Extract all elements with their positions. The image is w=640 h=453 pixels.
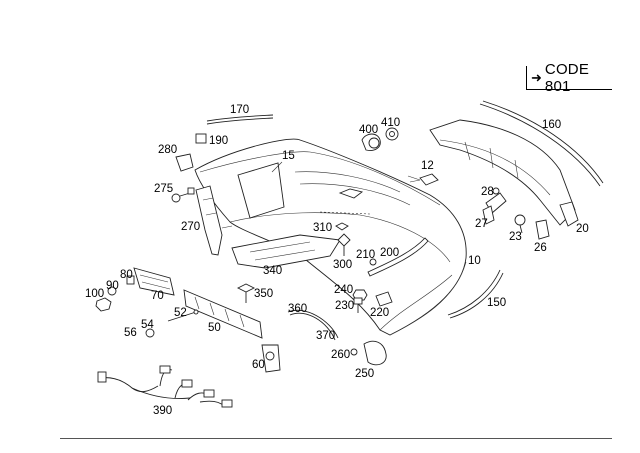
label-52: 52 [174,307,187,319]
label-160: 160 [542,119,561,131]
label-370: 370 [316,330,335,342]
part-10-bumper-cover[interactable] [194,138,467,336]
code-label: CODE 801 [544,60,590,95]
label-390: 390 [153,405,172,417]
label-190: 190 [209,135,228,147]
label-90: 90 [106,280,119,292]
part-15-plate-recess[interactable] [237,162,285,219]
part-250-end-cap[interactable] [363,340,387,366]
part-360-curved-strip[interactable] [287,309,339,341]
part-190-clip[interactable] [195,133,207,144]
label-250-text: 250 [355,368,374,380]
part-340-lower-panel[interactable] [231,234,341,269]
part-12-bracket[interactable] [409,173,439,186]
label-27: 27 [475,218,488,230]
footer-divider [60,438,612,439]
label-275: 275 [154,183,173,195]
part-27-bracket[interactable] [482,192,507,225]
part-28-clip[interactable] [492,187,500,195]
part-400-sensor[interactable] [361,133,381,151]
part-20-bracket-right[interactable] [429,119,579,227]
label-60: 60 [252,359,265,371]
part-240-nut[interactable] [352,289,368,301]
part-54-washer[interactable] [145,328,155,338]
label-210: 210 [356,249,375,261]
label-100: 100 [85,288,104,300]
label-220: 220 [370,307,389,319]
label-360: 360 [288,303,307,315]
label-280: 280 [158,144,177,156]
label-10: 10 [468,255,481,267]
label-28: 28 [481,186,494,198]
label-12: 12 [421,160,434,172]
label-350: 350 [254,288,273,300]
part-260-screw[interactable] [350,348,358,356]
part-410-ring[interactable] [385,127,399,141]
label-410: 410 [381,117,400,129]
label-26: 26 [534,242,547,254]
part-50-absorber[interactable] [183,289,263,339]
label-15: 15 [282,150,295,162]
part-52-rod[interactable] [167,309,199,322]
label-80: 80 [120,269,133,281]
part-390-wiring-harness[interactable] [97,365,233,408]
label-70: 70 [151,290,164,302]
label-150-text: 150 [487,297,506,309]
part-160-trim-strip[interactable] [479,100,604,187]
label-170: 170 [230,104,249,116]
part-280-bracket[interactable] [175,153,194,172]
label-54: 54 [141,319,154,331]
part-230-bolt[interactable] [353,297,363,313]
part-70-bracket[interactable] [133,267,175,296]
part-150-lower-strip[interactable] [447,269,504,319]
label-20: 20 [576,223,589,235]
leader-lines [221,161,421,229]
label-300: 300 [333,259,352,271]
label-200: 200 [380,247,399,259]
part-90-nut[interactable] [107,286,117,296]
label-230: 230 [335,300,354,312]
part-60-sensor-bracket[interactable] [261,344,281,373]
part-80-clip[interactable] [126,275,135,285]
part-23-screw[interactable] [514,214,526,234]
label-270: 270 [181,221,200,233]
part-310-fastener[interactable] [335,222,349,231]
label-260: 260 [331,349,350,361]
label-50: 50 [208,322,221,334]
label-56: 56 [124,327,137,339]
label-400: 400 [359,124,378,136]
part-300-stud[interactable] [337,233,351,256]
part-275-bolt[interactable] [171,187,195,203]
part-200-strip[interactable] [367,237,429,277]
part-170-trim-strip[interactable] [206,114,274,125]
part-26-clip[interactable] [535,219,550,240]
label-240: 240 [334,284,353,296]
arrow-right-icon: ➜ [531,70,542,85]
part-220-bracket[interactable] [375,291,393,307]
label-310: 310 [313,222,332,234]
code-badge: ➜ CODE 801 [526,61,612,95]
part-270-side-bracket[interactable] [195,185,223,256]
part-100-nut[interactable] [95,297,112,312]
part-labels: 170 160 400 410 190 280 15 12 275 28 270… [85,104,589,417]
label-23: 23 [509,231,522,243]
part-350-bolt[interactable] [236,283,256,303]
label-340: 340 [263,265,282,277]
part-210-clip[interactable] [369,258,377,266]
